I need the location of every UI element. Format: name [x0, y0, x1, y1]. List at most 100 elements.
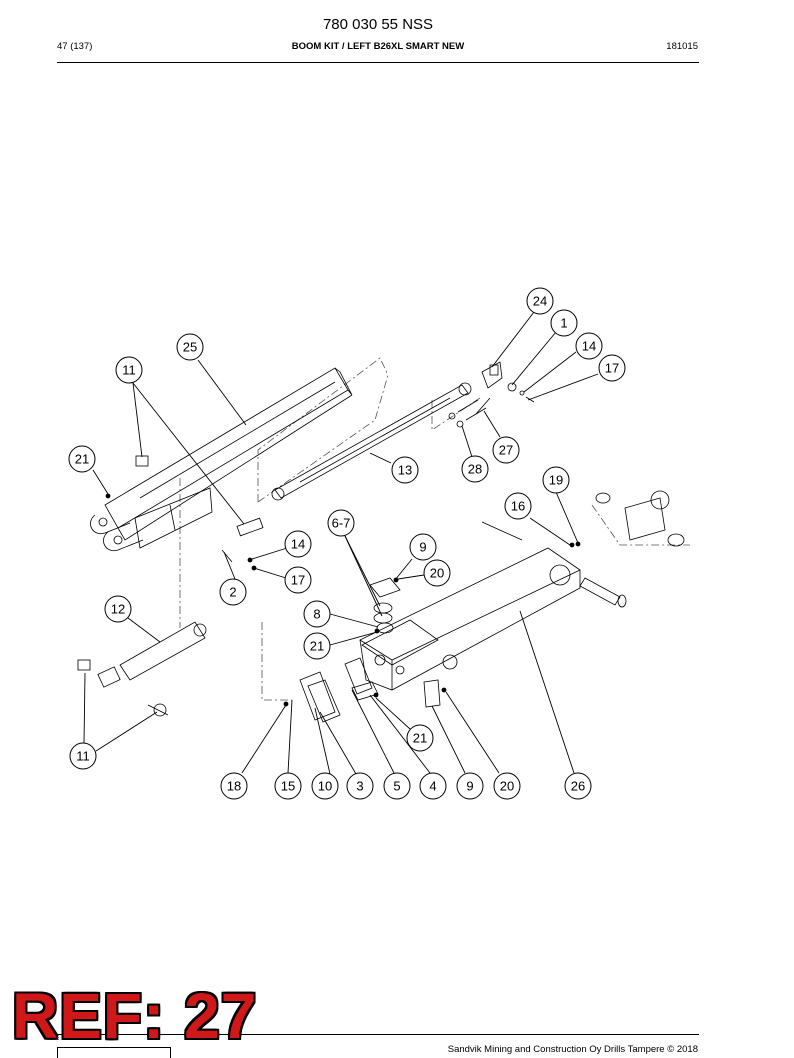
callout-label: 25 — [183, 340, 197, 355]
footer-copyright: Sandvik Mining and Construction Oy Drill… — [447, 1044, 698, 1055]
callout-c1: 1 — [550, 309, 578, 337]
document-number: 780 030 55 NSS — [322, 16, 434, 33]
callout-c9a: 9 — [409, 533, 437, 561]
bolts-part — [448, 397, 491, 428]
callout-label: 21 — [310, 639, 324, 654]
callout-label: 11 — [122, 363, 136, 378]
callout-c8: 8 — [303, 600, 331, 628]
callout-circle — [104, 595, 132, 623]
callout-label: 21 — [75, 452, 89, 467]
callout-c17b: 17 — [284, 566, 312, 594]
header-rule — [57, 62, 699, 63]
callout-c24: 24 — [526, 287, 554, 315]
callout-circle — [327, 509, 355, 537]
callout-label: 3 — [356, 779, 363, 794]
callout-circle — [303, 632, 331, 660]
callout-c2: 2 — [219, 578, 247, 606]
callout-label: 19 — [549, 473, 563, 488]
callout-circle — [219, 578, 247, 606]
callout-c21a: 21 — [68, 445, 96, 473]
callout-circle — [575, 332, 603, 360]
callout-circle — [406, 724, 434, 752]
callout-circle — [383, 772, 411, 800]
callout-circle — [598, 354, 626, 382]
callout-circle — [176, 333, 204, 361]
callout-c21c: 21 — [406, 724, 434, 752]
pin-part — [236, 517, 264, 537]
callout-circle — [274, 772, 302, 800]
callout-circle — [564, 772, 592, 800]
callout-c3: 3 — [346, 772, 374, 800]
callout-circle — [303, 600, 331, 628]
leader-lines — [83, 311, 599, 775]
callout-label: 21 — [413, 731, 427, 746]
lower-boom-part — [359, 547, 581, 691]
callout-circle — [493, 772, 521, 800]
callout-label: 9 — [466, 779, 473, 794]
upper-boom-part — [90, 367, 353, 552]
wear-pad-5 — [344, 657, 373, 695]
callout-circle — [68, 445, 96, 473]
callout-c20a: 20 — [423, 559, 451, 587]
callout-label: 12 — [111, 602, 125, 617]
callout-c11a: 11 — [115, 356, 143, 384]
plate-9-bottom — [423, 679, 441, 708]
callout-circle — [284, 530, 312, 558]
callout-circle — [542, 466, 570, 494]
callout-c17a: 17 — [598, 354, 626, 382]
rod-part — [481, 521, 523, 541]
footer-rule — [57, 1034, 699, 1035]
callout-label: 17 — [605, 361, 619, 376]
callout-circle — [284, 566, 312, 594]
callout-c21b: 21 — [303, 632, 331, 660]
callout-label: 17 — [291, 573, 305, 588]
assembly-outline — [179, 357, 690, 701]
callout-circle — [346, 772, 374, 800]
callout-c5: 5 — [383, 772, 411, 800]
callout-c20b: 20 — [493, 772, 521, 800]
callout-circle — [423, 559, 451, 587]
callout-label: 9 — [419, 540, 426, 555]
callout-label: 1 — [560, 316, 567, 331]
callout-circle — [115, 356, 143, 384]
callout-label: 26 — [571, 779, 585, 794]
callout-label: 8 — [313, 607, 320, 622]
callout-c11b: 11 — [69, 742, 97, 770]
callout-label: 28 — [468, 462, 482, 477]
callout-c13: 13 — [391, 456, 419, 484]
callout-circle — [220, 772, 248, 800]
callout-c10: 10 — [311, 772, 339, 800]
wear-pad-3 — [307, 679, 341, 723]
plate-9-top — [369, 577, 401, 598]
callout-label: 13 — [398, 463, 412, 478]
callout-label: 10 — [318, 779, 332, 794]
callout-label: 18 — [227, 779, 241, 794]
document-date: 181015 — [666, 41, 698, 52]
cylinder-part — [271, 382, 472, 501]
callout-circle — [526, 287, 554, 315]
callout-circle — [550, 309, 578, 337]
callout-label: 2 — [229, 585, 236, 600]
callout-c25: 25 — [176, 333, 204, 361]
callout-c28: 28 — [461, 455, 489, 483]
callout-circle — [311, 772, 339, 800]
callout-label: 14 — [582, 339, 596, 354]
callout-label: 27 — [499, 443, 513, 458]
page-number: 47 (137) — [57, 41, 93, 52]
callout-label: 5 — [393, 779, 400, 794]
callout-c16: 16 — [504, 492, 532, 520]
callout-c12: 12 — [104, 595, 132, 623]
callout-label: 20 — [430, 566, 444, 581]
callout-circle — [391, 456, 419, 484]
callout-c4: 4 — [419, 772, 447, 800]
callout-label: 6-7 — [332, 516, 351, 531]
callout-circle — [409, 533, 437, 561]
callout-label: 24 — [533, 294, 547, 309]
callout-c6-7: 6-7 — [327, 509, 355, 537]
callout-c18: 18 — [220, 772, 248, 800]
callout-c14b: 14 — [284, 530, 312, 558]
wear-pad-10 — [299, 671, 336, 721]
callout-label: 20 — [500, 779, 514, 794]
